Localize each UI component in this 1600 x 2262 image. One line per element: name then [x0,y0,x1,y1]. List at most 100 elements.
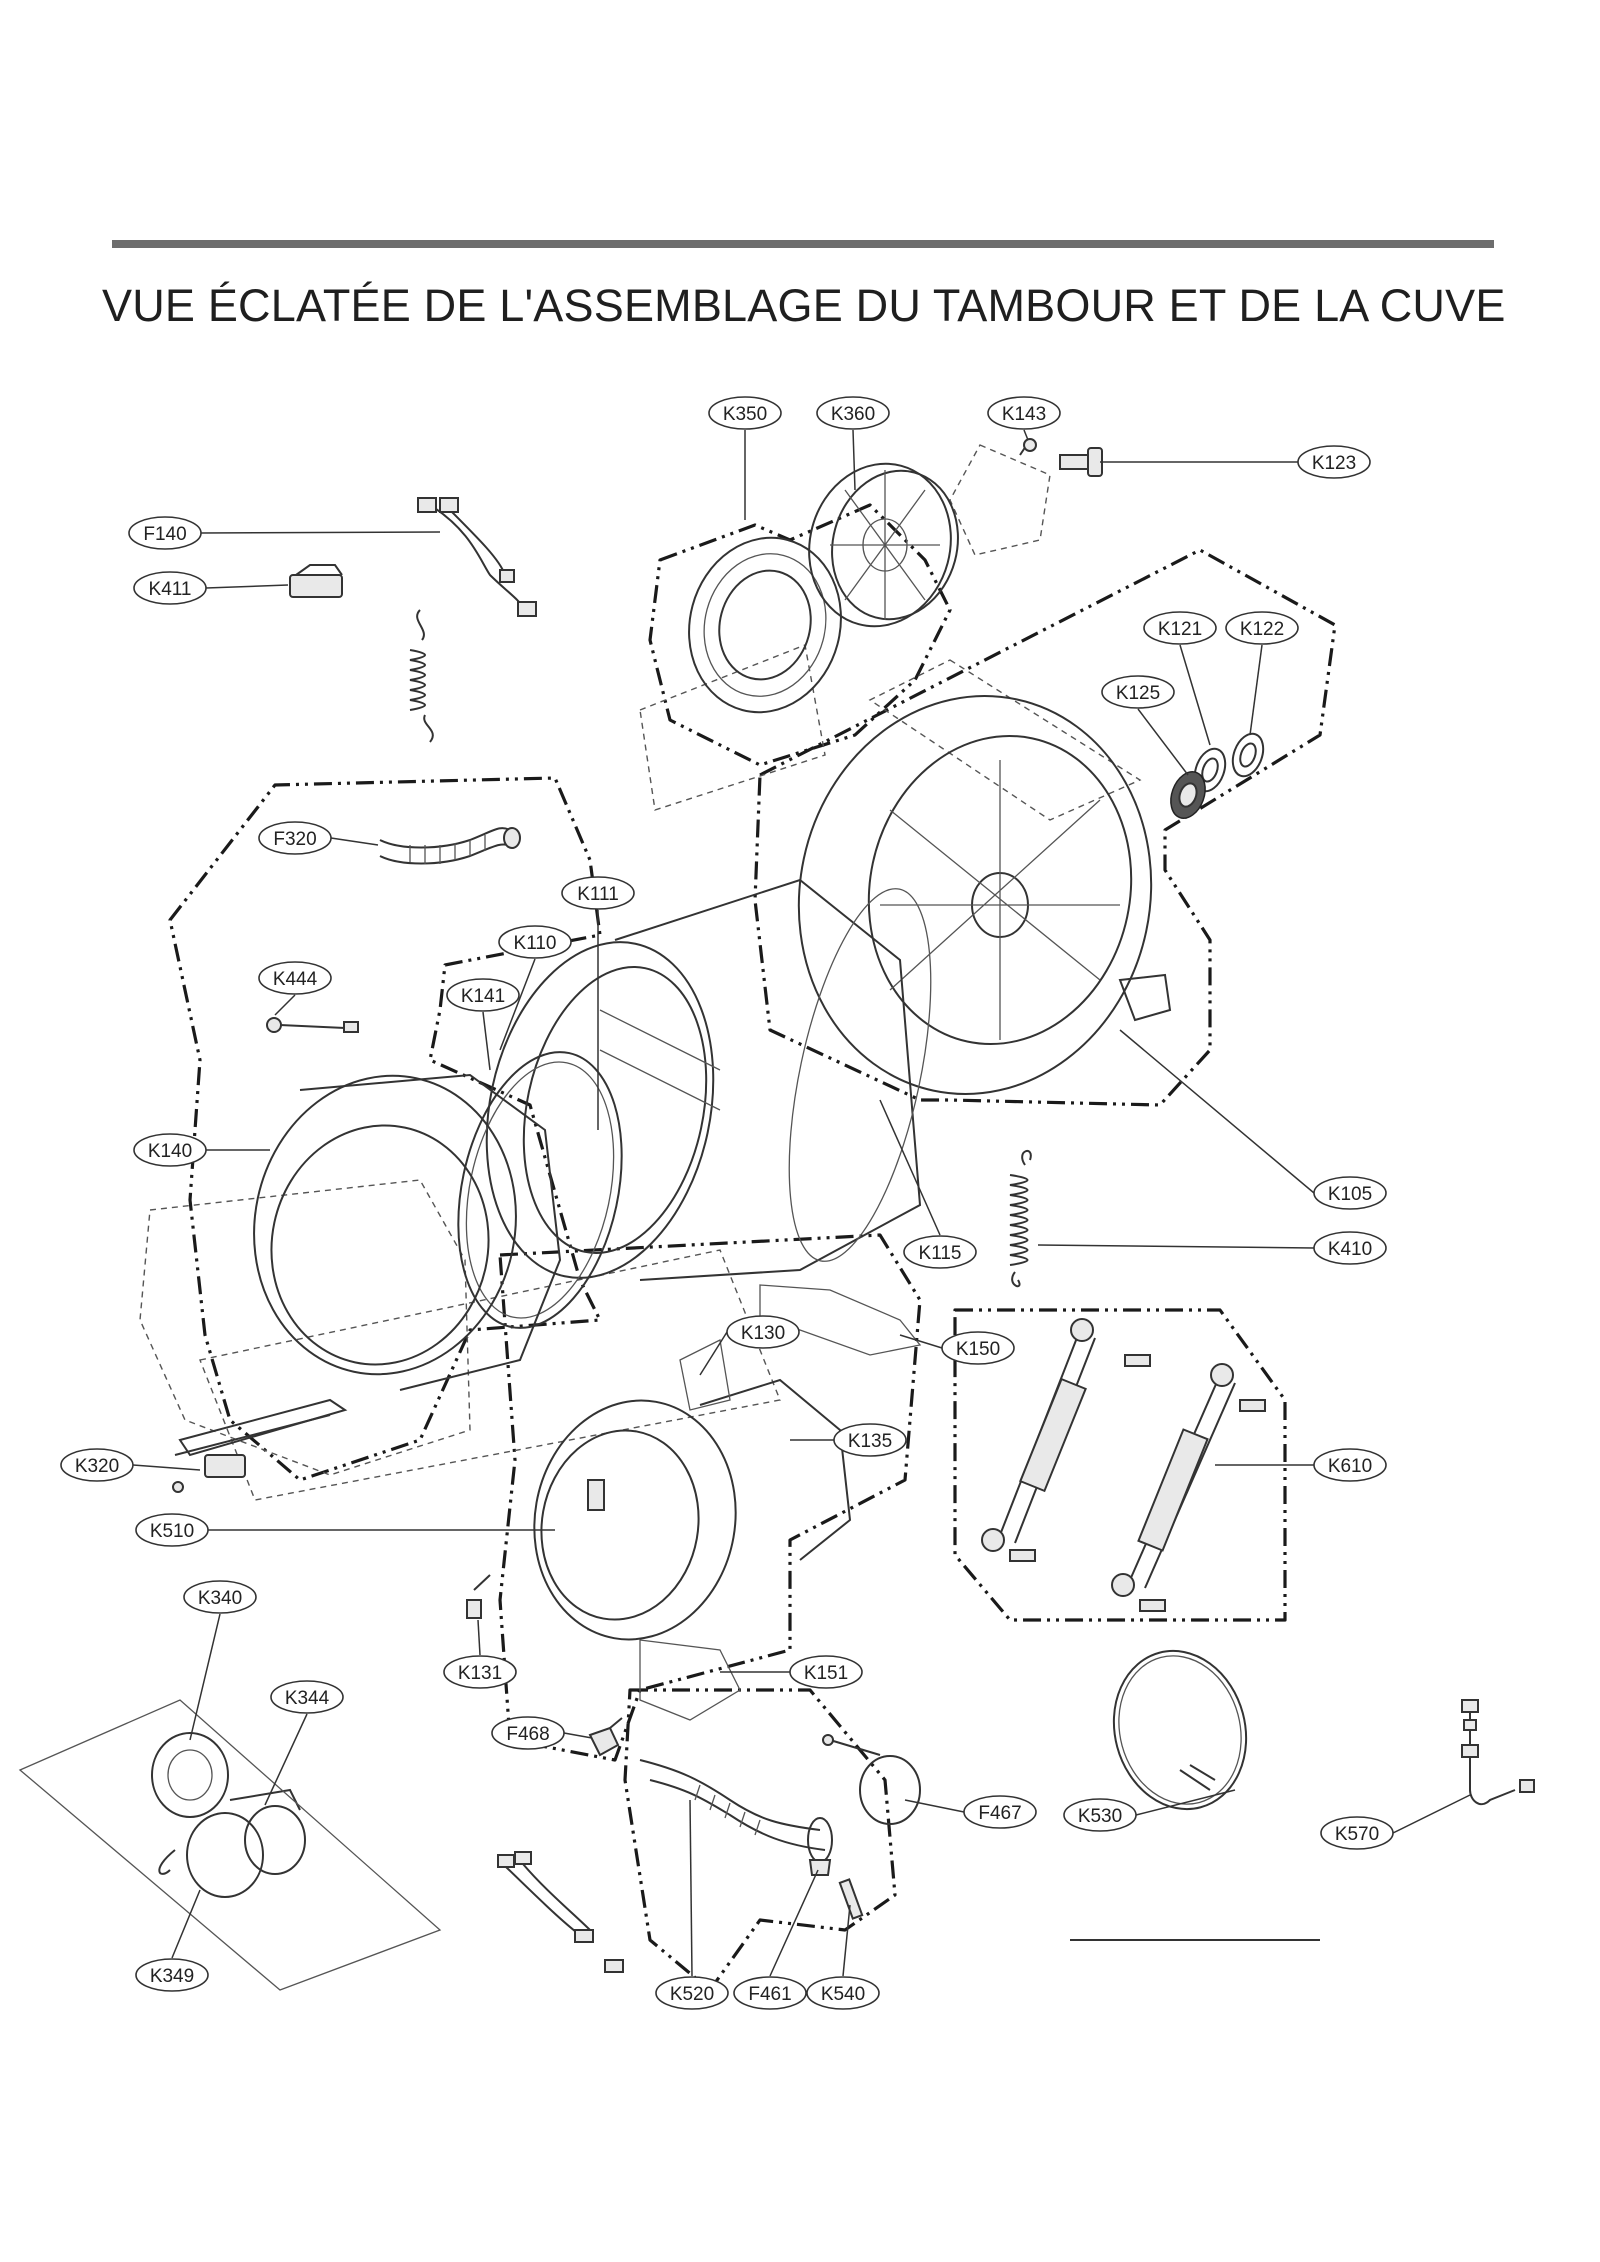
callout-label: K350 [723,404,767,425]
callout-k610: K610 [1215,1448,1387,1482]
bolt-icon [1019,438,1103,477]
callout-f468: F468 [491,1716,593,1750]
hose-icon [379,827,521,865]
leader-line [689,1799,693,1977]
leader-line [1179,644,1211,746]
leader-line [899,1334,943,1349]
callout-bubble [1313,1176,1387,1210]
callout-bubble [1225,611,1299,645]
tube-icon [1461,1699,1535,1806]
callout-label: K122 [1240,619,1284,640]
callout-bubble [258,961,332,995]
leader-line [904,1799,965,1813]
parts [18,438,1535,1991]
callout-k121: K121 [1143,611,1217,746]
callout-bubble [806,1976,880,2010]
callout-bubble [443,1655,517,1689]
callout-label: K140 [148,1141,192,1162]
leader-line [1119,1029,1315,1194]
callout-k530: K530 [1063,1789,1236,1832]
callout-label: K150 [956,1339,1000,1360]
weight-icon [639,1284,922,1721]
callout-label: K131 [458,1663,502,1684]
callout-label: K130 [741,1323,785,1344]
callout-label: K540 [821,1984,865,2005]
callout-bubble [1313,1231,1387,1265]
callout-bubble [258,821,332,855]
region-shock-absorbers [953,1308,1287,1622]
callout-bubble [963,1795,1037,1829]
callout-bubble [903,1235,977,1269]
leader-line [1249,644,1263,736]
sensor-icon [266,1017,359,1033]
leader-line [1023,429,1029,441]
callout-bubble [1063,1798,1137,1832]
callout-label: K349 [150,1966,194,1987]
callout-bubble [833,1423,907,1457]
callout-label: K151 [804,1663,848,1684]
callout-bubble [816,396,890,430]
callout-bubble [135,1513,209,1547]
callout-label: K320 [75,1456,119,1477]
callout-bubble [1143,611,1217,645]
pump-tray [18,1699,442,1991]
callout-k444: K444 [258,961,332,1016]
region-drum [168,776,602,1482]
leader-line [482,1011,491,1071]
drum-icon [485,878,932,1281]
leader-line [477,1619,481,1656]
drain-hose-icon [639,1759,833,1863]
assembly-regions [168,503,1337,1992]
callout-bubble [135,1958,209,1992]
spring-icon [409,609,434,743]
pump-icon [151,1732,306,1898]
wire-harness-icon [497,1851,624,1973]
callout-label: K111 [577,884,619,905]
ring-belt-icon [1112,1649,1248,1811]
callout-k131: K131 [443,1619,517,1689]
valve-icon [808,1859,864,1920]
leader-line [1135,1789,1236,1816]
rotor-icon [808,462,959,628]
front-ring-icon [533,1378,852,1641]
callout-k130: K130 [699,1315,800,1376]
callout-label: F467 [978,1803,1021,1824]
heater-icon [172,1398,348,1493]
callout-bubble [726,1315,800,1349]
callout-k123: K123 [1100,445,1371,479]
callout-k344: K344 [264,1680,344,1806]
callout-label: K141 [461,986,505,1007]
connector-icon [588,1717,623,1757]
clip-icon [289,564,343,598]
callout-k520: K520 [655,1799,729,2010]
callout-label: K410 [1328,1239,1372,1260]
callout-bubble [128,516,202,550]
callout-label: K411 [149,579,192,600]
callout-k115: K115 [879,1099,977,1269]
callout-k125: K125 [1101,675,1189,776]
leader-line [852,429,856,491]
callout-label: F468 [506,1724,549,1745]
callout-bubble [133,1133,207,1167]
leader-line [171,1889,201,1959]
callout-label: K123 [1312,453,1356,474]
callout-k340: K340 [183,1580,257,1741]
callout-bubble [708,396,782,430]
callout-label: K115 [919,1243,962,1264]
helper-outlines [139,444,1142,1501]
callout-bubble [491,1716,565,1750]
leader-line [274,994,296,1016]
leader-line [330,837,379,846]
callout-k360: K360 [816,396,890,491]
leader-line [699,1331,728,1376]
callout-label: K510 [150,1521,194,1542]
callout-k150: K150 [899,1331,1015,1365]
callout-label: F320 [273,829,316,850]
callout-bubble [1313,1448,1387,1482]
callout-k350: K350 [708,396,782,520]
region-drain-hose [623,1688,897,1992]
leader-line [563,1732,593,1739]
callout-label: F140 [143,524,186,545]
callout-k140: K140 [133,1133,270,1167]
callout-bubble [561,876,635,910]
